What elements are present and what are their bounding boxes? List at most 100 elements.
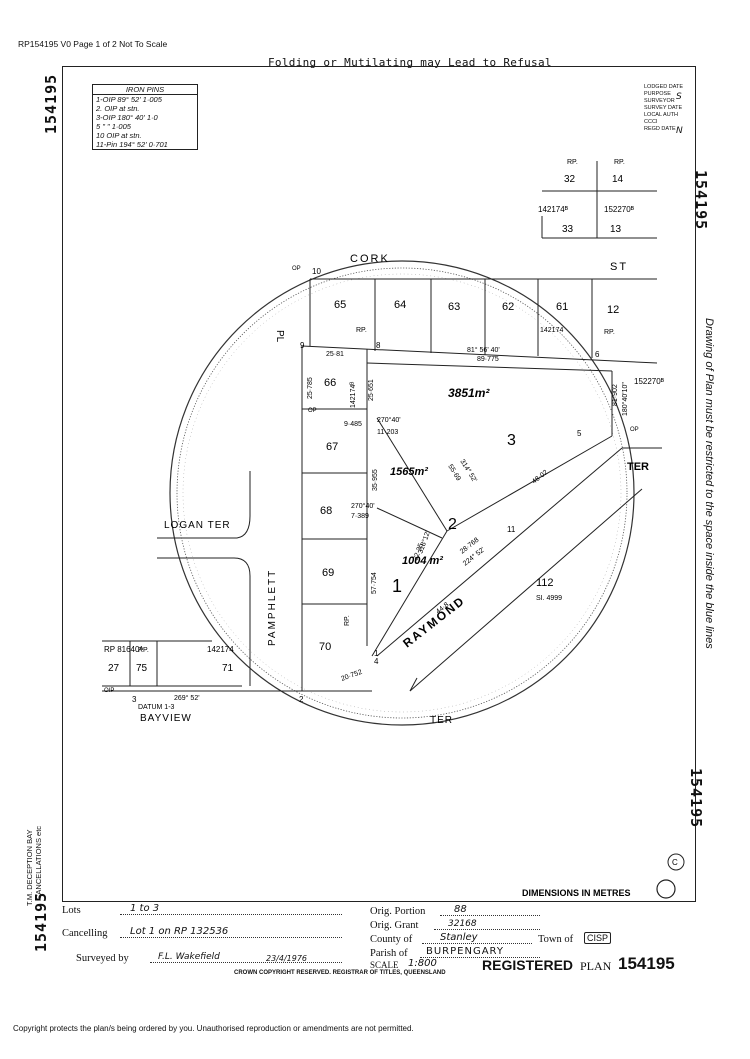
c-mark: C bbox=[672, 858, 678, 867]
cancellations-note: CANCELLATIONS etc bbox=[34, 825, 43, 900]
street-bayview: BAYVIEW bbox=[140, 713, 192, 724]
street-logan: LOGAN TER bbox=[164, 520, 231, 531]
area-lot-2: 1565m² bbox=[390, 466, 428, 478]
lots-value: 1 to 3 bbox=[130, 903, 160, 914]
c-mark-circle bbox=[667, 853, 685, 871]
iron-pin-row: 10 OIP at stn. bbox=[96, 131, 142, 140]
county-value: Stanley bbox=[440, 932, 478, 943]
lot-2: 2 bbox=[448, 516, 457, 533]
area-lot-1: 1004 m² bbox=[402, 555, 443, 567]
op-label: OP bbox=[292, 266, 301, 272]
legend-item: LODGED DATE bbox=[644, 84, 684, 90]
lot-33: 33 bbox=[562, 224, 574, 235]
lot-71: 71 bbox=[222, 663, 234, 674]
legend-item: SURVEY DATE bbox=[644, 105, 683, 111]
pamphlett-lots bbox=[301, 346, 368, 691]
scale-label: SCALE bbox=[370, 960, 399, 970]
rp-number: 142174 bbox=[540, 327, 563, 334]
rp-label: RP. bbox=[344, 615, 351, 626]
point-10: 10 bbox=[312, 267, 321, 276]
lot-14: 14 bbox=[612, 174, 624, 185]
bearing-81: 81° 56' 40' bbox=[467, 346, 500, 354]
street-pl: PL bbox=[274, 330, 285, 343]
rp-label: RP. bbox=[604, 329, 615, 336]
grant-line bbox=[434, 929, 540, 930]
rp-number: 142174ᴮ bbox=[350, 382, 357, 408]
lot-66: 66 bbox=[324, 377, 336, 389]
cancelling-label: Cancelling bbox=[62, 928, 108, 939]
cancelling-line bbox=[120, 937, 342, 938]
dim-48-02: 48·02 bbox=[531, 469, 550, 486]
scale-value: 1:800 bbox=[408, 958, 437, 969]
surveyed-line bbox=[150, 962, 342, 963]
legend-item: CCCI bbox=[644, 119, 658, 125]
lot-70: 70 bbox=[319, 641, 331, 653]
rp-label: RP. bbox=[567, 159, 578, 166]
bearing-180-40: 180°40'10" bbox=[621, 382, 629, 416]
dim-89-775: 89·775 bbox=[477, 356, 499, 363]
rp-label: RP. bbox=[356, 327, 367, 334]
portion-line bbox=[440, 915, 540, 916]
portion-label: Orig. Portion bbox=[370, 906, 426, 917]
surveyed-label: Surveyed by bbox=[76, 953, 129, 964]
legend-item: LOCAL AUTH bbox=[644, 112, 679, 118]
parish-label: Parish of bbox=[370, 948, 408, 959]
blue-lines-note: Drawing of Plan must be restricted to th… bbox=[703, 318, 715, 649]
dim-35-955: 35·955 bbox=[372, 469, 379, 491]
folding-warning: Folding or Mutilating may Lead to Refusa… bbox=[268, 56, 552, 69]
stamp-mark-s: S bbox=[676, 92, 682, 102]
dim-25-651: 25·651 bbox=[368, 379, 375, 401]
protractor-circle-ticks bbox=[176, 267, 628, 719]
lot-64: 64 bbox=[394, 299, 406, 311]
parish-line bbox=[420, 957, 540, 958]
rp-number: 152270ᴮ bbox=[604, 205, 635, 214]
point-11: 11 bbox=[507, 525, 516, 534]
lot-27: 27 bbox=[108, 663, 120, 674]
lots-line bbox=[120, 914, 342, 915]
bearing-314-52: 314° 52' bbox=[458, 458, 478, 484]
rp-label: RP. bbox=[614, 159, 625, 166]
point-1: 1 bbox=[374, 649, 379, 658]
dim-25-81: 25·81 bbox=[326, 351, 344, 358]
legend-item: REGD DATE bbox=[644, 126, 676, 132]
street-cork: CORK bbox=[350, 253, 390, 265]
datum-label: DATUM 1-3 bbox=[138, 704, 175, 711]
dim-11-203: 11·203 bbox=[377, 429, 398, 436]
iron-pin-row: 11-Pin 194° 52' 0·701 bbox=[96, 140, 168, 149]
lot-63: 63 bbox=[448, 301, 460, 313]
lot-75: 75 bbox=[136, 663, 148, 674]
lot-13: 13 bbox=[610, 224, 622, 235]
iron-pins-title: IRON PINS bbox=[93, 85, 197, 95]
street-raymond: RAYMOND bbox=[400, 593, 468, 650]
survey-drawing: CORK ST PL LOGAN TER PAMPHLETT RAYMOND T… bbox=[102, 159, 685, 899]
legend-item: PURPOSE bbox=[644, 91, 671, 97]
street-st: ST bbox=[610, 261, 628, 273]
dim-7-389: 7·389 bbox=[351, 513, 369, 520]
plan-value: 154195 bbox=[618, 954, 675, 973]
oip-label: OIP bbox=[104, 688, 114, 694]
town-label: Town of bbox=[538, 934, 574, 945]
plan-number-bottom-left: 154195 bbox=[32, 891, 50, 952]
point-8: 8 bbox=[376, 341, 381, 350]
plan-form: Lots 1 to 3 Cancelling Lot 1 on RP 13253… bbox=[62, 902, 696, 982]
rp-number: 142174 bbox=[207, 645, 234, 654]
dim-9-485: 9·485 bbox=[344, 421, 362, 428]
point-4: 4 bbox=[374, 657, 379, 666]
county-label: County of bbox=[370, 934, 413, 945]
point-6: 6 bbox=[595, 350, 600, 359]
county-line bbox=[422, 943, 532, 944]
stamp-mark-n: N bbox=[676, 126, 683, 136]
rp-label: RP. bbox=[138, 647, 149, 654]
surveyed-value: F.L. Wakefield bbox=[158, 952, 220, 962]
plan-frame bbox=[62, 66, 696, 902]
iron-pin-row: 5 " " 1·005 bbox=[96, 122, 131, 131]
plan-number-top-left: 154195 bbox=[42, 73, 60, 134]
lot-62: 62 bbox=[502, 301, 514, 313]
legend-item: SURVEYOR bbox=[644, 98, 675, 104]
street-ter-right: TER bbox=[627, 461, 649, 473]
cork-st-lots bbox=[301, 278, 658, 364]
protractor-circle-inner bbox=[182, 273, 622, 713]
lot-1: 1 bbox=[392, 576, 402, 596]
area-lot-3: 3851m² bbox=[448, 386, 490, 400]
iron-pin-row: 3-OIP 180° 40' 1·0 bbox=[96, 113, 158, 122]
